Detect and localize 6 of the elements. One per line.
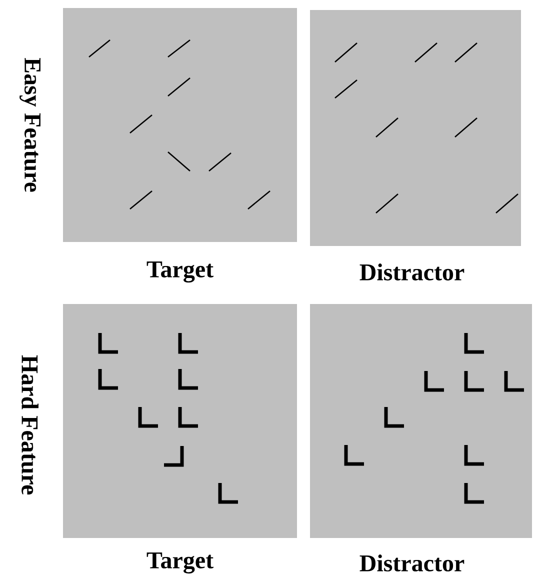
column-label: Distractor [360,264,464,280]
row-label: Easy Feature [20,58,40,192]
column-label: Distractor [360,554,464,572]
column-label: Target [146,552,214,574]
row-label: Hard Feature [22,355,38,494]
column-label: Target [146,262,214,282]
